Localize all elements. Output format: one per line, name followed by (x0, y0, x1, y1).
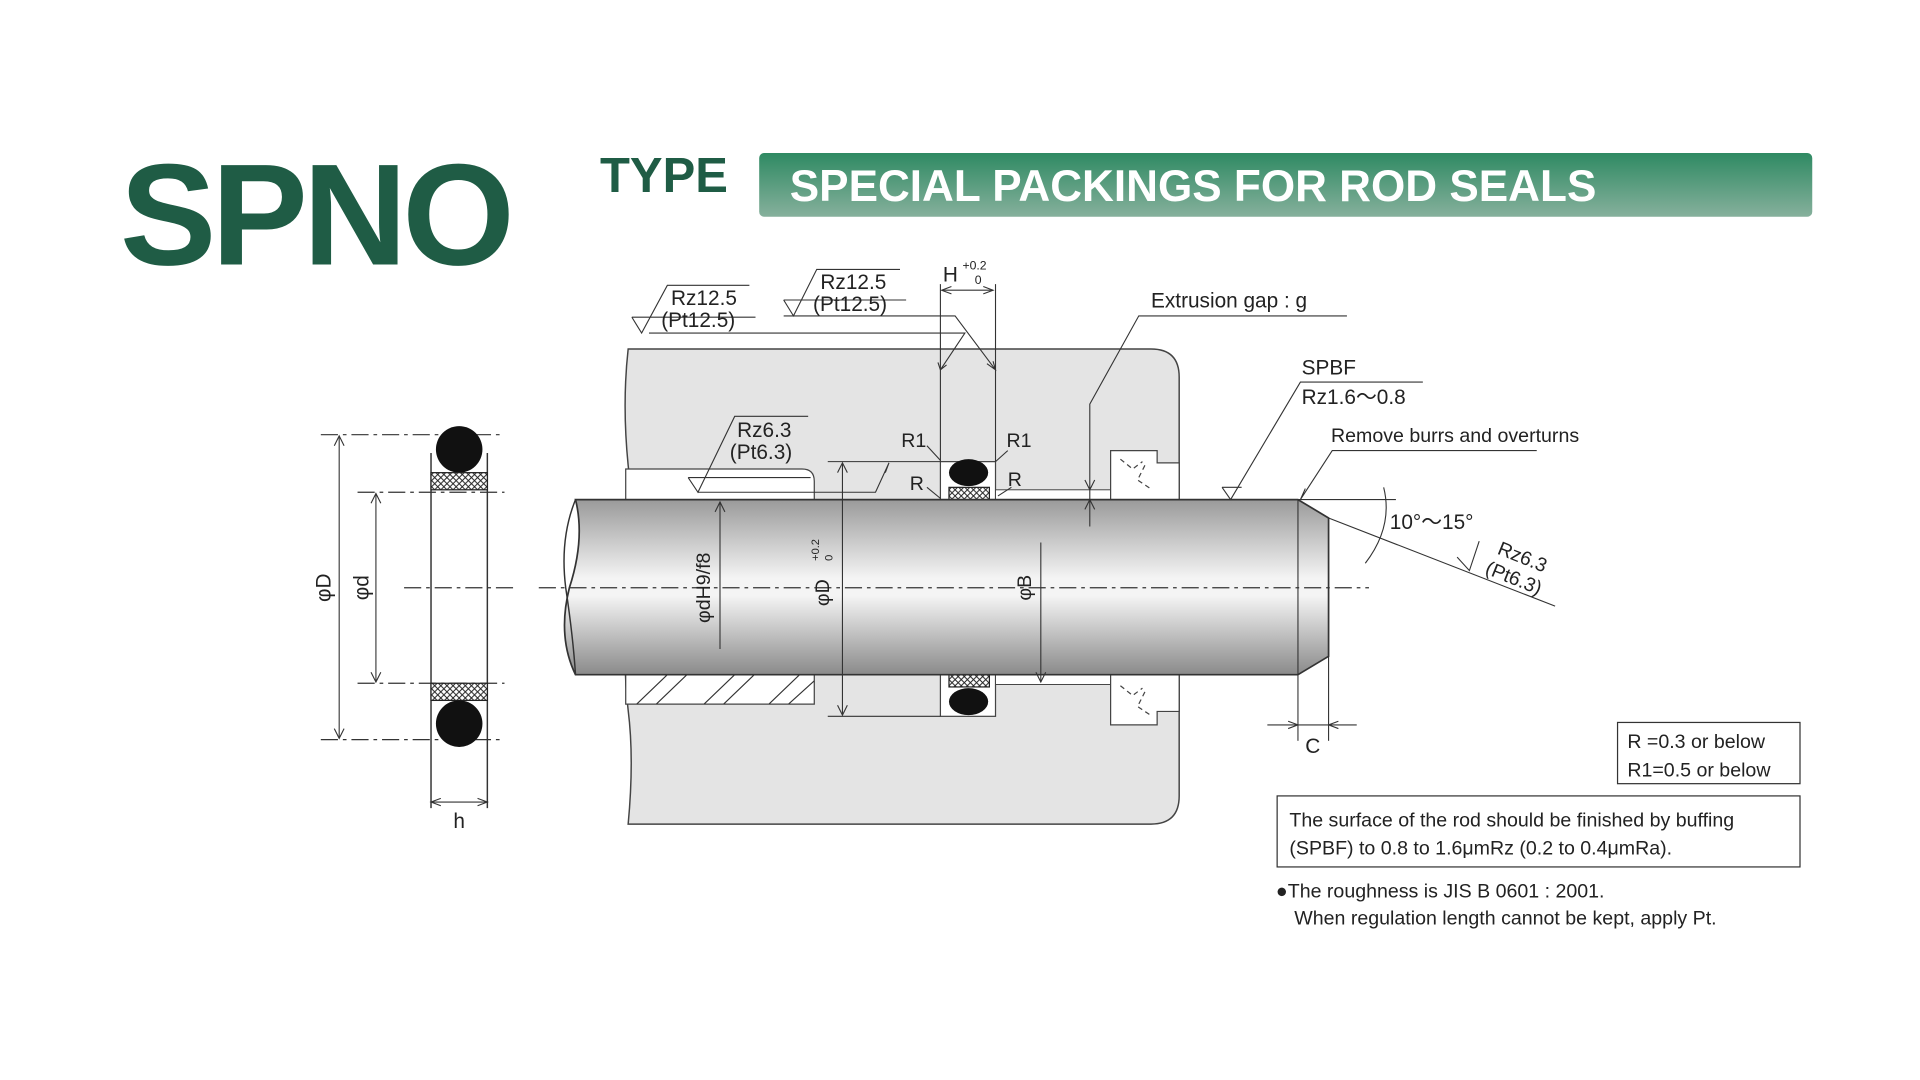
roughness-note-line1: ●The roughness is JIS B 0601 : 2001. (1276, 881, 1605, 903)
bore-rough-rz: Rz6.3 (737, 419, 791, 442)
spbf-rough-label: Rz1.6〜0.8 (1302, 386, 1406, 409)
groove-dia-tol-lower: 0 (824, 555, 836, 561)
chamfer-angle-label: 10°〜15° (1390, 511, 1474, 534)
groove-width-tol-lower: 0 (975, 273, 982, 287)
remove-burrs-label: Remove burrs and overturns (1331, 425, 1579, 447)
o-ring-installed-bottom (948, 688, 989, 716)
bore-dia-label: φB (1014, 575, 1036, 601)
housing-rough-pt: (Pt12.5) (661, 309, 735, 332)
surface-box (1276, 795, 1801, 868)
outer-dia-label: φD (313, 573, 336, 602)
surface-note-line1: The surface of the rod should be finishe… (1289, 810, 1734, 832)
banner-title: SPECIAL PACKINGS FOR ROD SEALS (790, 162, 1597, 211)
r1-left-label: R1 (901, 430, 926, 452)
header: SPNO TYPE SPECIAL PACKINGS FOR ROD SEALS (120, 133, 1813, 295)
banner (759, 153, 1813, 217)
rod (563, 498, 1330, 676)
radius-note-r: R =0.3 or below (1627, 731, 1766, 753)
inner-dia-label: φd (351, 575, 374, 600)
r-left-label: R (910, 473, 924, 495)
ring-section: φD φd h (313, 426, 515, 833)
o-ring-bottom (435, 700, 483, 747)
r1-right-label: R1 (1007, 430, 1032, 452)
groove-dia-label: φD (812, 579, 834, 606)
backup-ring-bottom (430, 682, 488, 702)
rod-dia-label: φdH9/f8 (693, 552, 715, 622)
chamfer-label: C (1305, 735, 1320, 758)
type-label: TYPE (600, 149, 728, 203)
housing-rough-rz: Rz12.5 (671, 287, 737, 310)
radius-note-r1: R1=0.5 or below (1627, 759, 1771, 781)
groove-width-tol-upper: +0.2 (962, 258, 986, 272)
radius-box (1616, 721, 1801, 785)
r-right-label: R (1008, 469, 1022, 491)
groove-dia-tol-upper: +0.2 (810, 539, 822, 561)
surface-note-line2: (SPBF) to 0.8 to 1.6μmRz (0.2 to 0.4μmRa… (1289, 838, 1672, 860)
notes: R =0.3 or below R1=0.5 or below The surf… (1276, 721, 1801, 929)
groove-rough-pt: (Pt12.5) (813, 293, 887, 316)
groove-rough-rz: Rz12.5 (820, 271, 886, 294)
extrusion-gap-label: Extrusion gap : g (1151, 289, 1307, 312)
height-label: h (453, 810, 465, 833)
bore-rough-pt: (Pt6.3) (730, 441, 792, 464)
backup-ring-top (430, 472, 488, 491)
assembly: H +0.2 0 φD +0.2 0 φdH9/f8 φB Rz12.5 (Pt… (538, 258, 1579, 825)
spbf-label: SPBF (1302, 357, 1356, 380)
model-title: SPNO (120, 133, 510, 295)
roughness-note-line2: When regulation length cannot be kept, a… (1294, 907, 1716, 929)
o-ring-top (435, 426, 483, 473)
o-ring-installed-top (948, 459, 989, 487)
groove-width-label: H (943, 264, 958, 287)
